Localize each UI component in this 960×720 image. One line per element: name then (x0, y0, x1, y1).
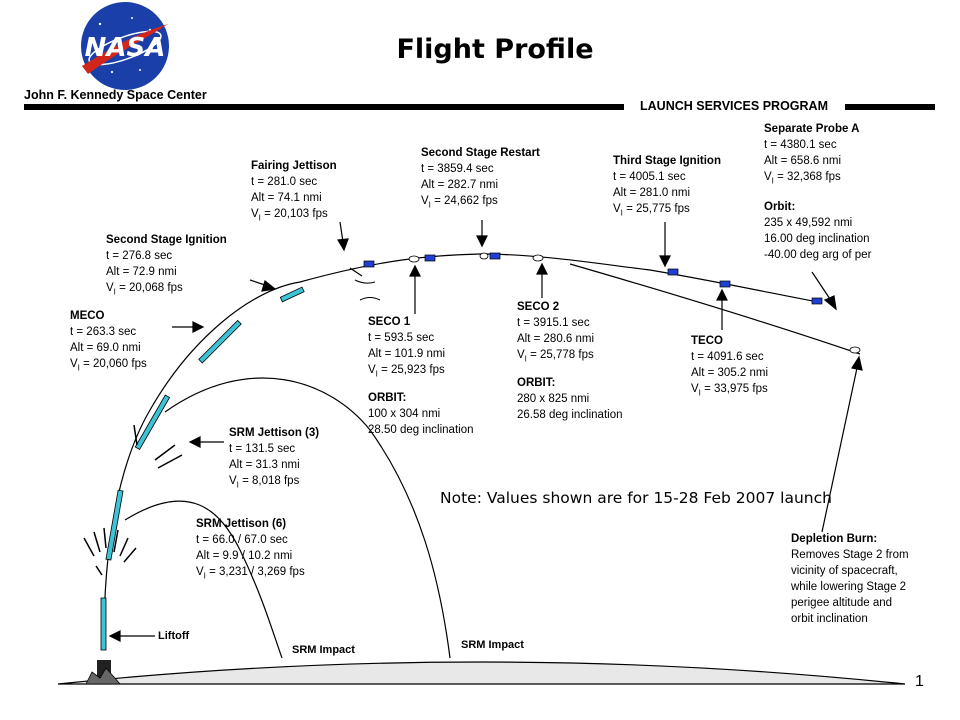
annotation-depletion-burn: Depletion Burn: Removes Stage 2 from vic… (791, 531, 909, 627)
annotation-orbit-line: 235 x 49,592 nmi (764, 217, 853, 230)
annotation-title: SECO 1 (368, 316, 411, 328)
annotation-seco-2: SECO 2 t = 3915.1 sec Alt = 280.6 nmi VI… (517, 299, 623, 423)
annotation-altitude: Alt = 281.0 nmi (613, 187, 691, 199)
annotation-altitude: Alt = 305.2 nmi (691, 367, 769, 379)
annotation-velocity: VI = 25,778 fps (517, 349, 594, 364)
callout-arrows (108, 220, 863, 642)
annotation-altitude: Alt = 101.9 nmi (368, 348, 446, 360)
annotation-separate-probe-a: Separate Probe A t = 4380.1 sec Alt = 65… (764, 121, 871, 263)
page-number: 1 (915, 673, 924, 690)
annotation-orbit-line: 280 x 825 nmi (517, 393, 590, 406)
annotation-title: Third Stage Ignition (613, 155, 721, 167)
annotation-time: t = 281.0 sec (251, 176, 318, 188)
annotation-time: t = 3915.1 sec (517, 317, 590, 329)
annotation-orbit-line: 100 x 304 nmi (368, 408, 441, 421)
annotation-seco-1: SECO 1 t = 593.5 sec Alt = 101.9 nmi VI … (368, 314, 474, 438)
annotation-orbit-title: Orbit: (764, 201, 796, 214)
launch-date-note: Note: Values shown are for 15-28 Feb 200… (440, 489, 832, 507)
annotation-line: orbit inclination (791, 613, 868, 625)
srm-impact-label-1: SRM Impact (292, 644, 355, 656)
annotation-altitude: Alt = 31.3 nmi (229, 459, 300, 471)
annotation-meco: MECO t = 263.3 sec Alt = 69.0 nmi VI = 2… (70, 308, 147, 376)
nasa-logo-text: NASA (85, 33, 166, 63)
earth-ground (57, 661, 906, 685)
annotation-title: Second Stage Ignition (106, 234, 227, 246)
header-rule-right (845, 104, 935, 110)
annotation-time: t = 66.0 / 67.0 sec (196, 534, 288, 546)
annotation-velocity: VI = 20,103 fps (251, 208, 328, 223)
annotation-velocity: VI = 33,975 fps (691, 383, 768, 398)
org-name: John F. Kennedy Space Center (24, 88, 207, 102)
annotation-velocity: VI = 24,662 fps (421, 195, 498, 210)
annotation-teco: TECO t = 4091.6 sec Alt = 305.2 nmi VI =… (691, 333, 768, 401)
ascent-trajectory (103, 253, 819, 651)
annotation-line: while lowering Stage 2 (791, 581, 907, 593)
annotation-line: vicinity of spacecraft, (791, 565, 898, 577)
annotation-altitude: Alt = 9.9 / 10.2 nmi (196, 550, 293, 562)
annotation-line: Removes Stage 2 from (791, 549, 909, 561)
annotation-orbit-line: 28.50 deg inclination (368, 424, 474, 437)
annotation-altitude: Alt = 280.6 nmi (517, 333, 595, 345)
srm-impact-trajectory-6 (124, 500, 283, 659)
annotation-orbit-title: ORBIT: (517, 377, 556, 390)
page-title: Flight Profile (396, 34, 594, 65)
annotation-orbit-line: 16.00 deg inclination (764, 233, 870, 246)
annotation-title: TECO (691, 335, 723, 347)
srm-impact-label-2: SRM Impact (461, 639, 524, 651)
launch-vehicle-markers (83, 252, 861, 651)
launch-pad (85, 660, 121, 685)
annotation-time: t = 263.3 sec (70, 326, 137, 338)
annotation-time: t = 131.5 sec (229, 443, 296, 455)
annotation-title: Second Stage Restart (421, 147, 540, 159)
annotation-altitude: Alt = 282.7 nmi (421, 179, 499, 191)
annotation-orbit-title: ORBIT: (368, 392, 407, 405)
annotation-title: MECO (70, 310, 105, 322)
annotation-second-stage-ignition: Second Stage Ignition t = 276.8 sec Alt … (106, 232, 227, 300)
nasa-logo: NASA (81, 2, 169, 90)
liftoff-label: Liftoff (158, 630, 190, 642)
annotation-title: Separate Probe A (764, 123, 860, 135)
trajectory-lines (103, 253, 861, 659)
annotation-velocity: VI = 8,018 fps (229, 475, 300, 490)
annotation-velocity: VI = 25,775 fps (613, 203, 690, 218)
annotation-time: t = 4380.1 sec (764, 139, 837, 151)
annotation-title: SRM Jettison (6) (196, 518, 287, 530)
annotation-time: t = 593.5 sec (368, 332, 435, 344)
annotation-orbit-line: 26.58 deg inclination (517, 409, 623, 422)
header-rule-left (24, 104, 624, 110)
annotation-orbit-line: -40.00 deg arg of per (764, 249, 872, 262)
annotation-altitude: Alt = 74.1 nmi (251, 192, 322, 204)
annotation-fairing-jettison: Fairing Jettison t = 281.0 sec Alt = 74.… (251, 158, 337, 226)
annotation-velocity: VI = 20,060 fps (70, 358, 147, 373)
annotation-velocity: VI = 32,368 fps (764, 171, 841, 186)
annotation-srm-jettison-6: SRM Jettison (6) t = 66.0 / 67.0 sec Alt… (196, 516, 305, 584)
annotation-title: SECO 2 (517, 301, 560, 313)
annotation-second-stage-restart: Second Stage Restart t = 3859.4 sec Alt … (421, 145, 540, 213)
annotation-time: t = 276.8 sec (106, 250, 173, 262)
annotation-srm-jettison-3: SRM Jettison (3) t = 131.5 sec Alt = 31.… (229, 425, 319, 493)
annotation-title: Fairing Jettison (251, 160, 337, 172)
annotation-altitude: Alt = 658.6 nmi (764, 155, 842, 167)
srm-impact-trajectory-3 (164, 377, 451, 659)
annotation-altitude: Alt = 72.9 nmi (106, 266, 177, 278)
annotation-title: Depletion Burn: (791, 533, 878, 545)
annotation-velocity: VI = 3,231 / 3,269 fps (196, 566, 305, 581)
stage2-depletion-trajectory (569, 263, 861, 355)
annotation-time: t = 4005.1 sec (613, 171, 686, 183)
program-name: LAUNCH SERVICES PROGRAM (640, 99, 828, 113)
annotation-velocity: VI = 20,068 fps (106, 282, 183, 297)
annotation-line: perigee altitude and (791, 597, 893, 609)
annotation-third-stage-ignition: Third Stage Ignition t = 4005.1 sec Alt … (613, 153, 721, 221)
annotation-title: SRM Jettison (3) (229, 427, 320, 439)
annotation-altitude: Alt = 69.0 nmi (70, 342, 141, 354)
annotation-time: t = 4091.6 sec (691, 351, 764, 363)
annotation-velocity: VI = 25,923 fps (368, 364, 445, 379)
annotation-time: t = 3859.4 sec (421, 163, 494, 175)
